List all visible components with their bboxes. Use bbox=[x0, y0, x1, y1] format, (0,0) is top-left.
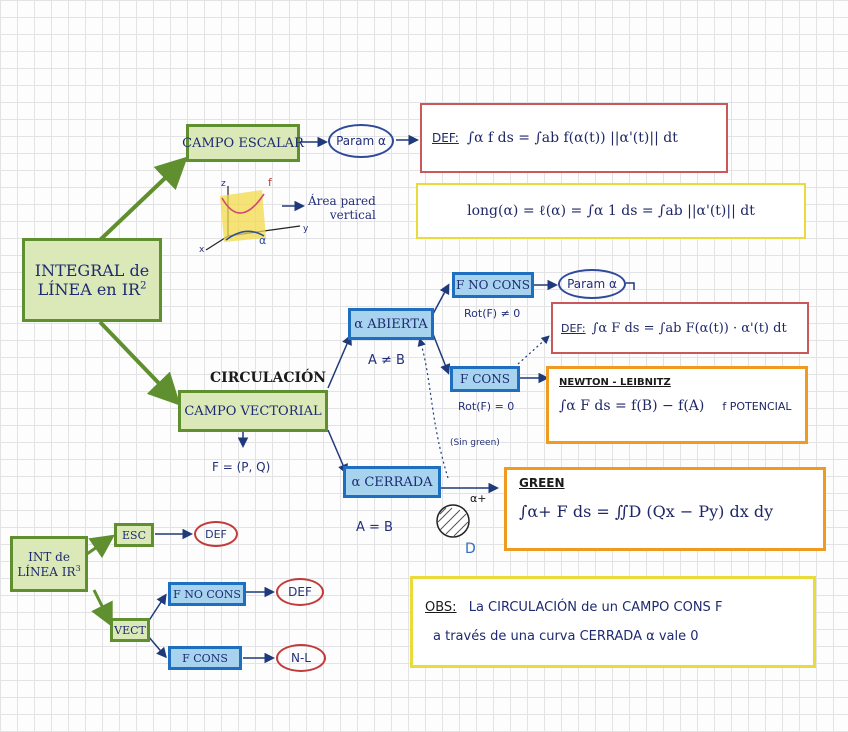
def-scalar-label: DEF: bbox=[432, 131, 459, 145]
campo-escalar-box: CAMPO ESCALAR bbox=[182, 124, 304, 162]
main-title-box: INTEGRAL de LÍNEA en IR2 bbox=[22, 238, 162, 322]
circulacion-heading: CIRCULACIÓN bbox=[210, 370, 327, 386]
curve-f-label: f bbox=[268, 176, 272, 189]
r3-title-line1: INT de bbox=[28, 549, 70, 564]
long-formula: long(α) = ℓ(α) = ∫α 1 ds = ∫ab ||α'(t)||… bbox=[467, 202, 755, 219]
arrow-param-down bbox=[626, 282, 635, 290]
area-text-line1: Área pared bbox=[308, 194, 376, 208]
param-oval: Param α bbox=[328, 124, 394, 158]
r3-vect-label: VECT bbox=[114, 623, 146, 637]
r3-def-oval: DEF bbox=[194, 521, 238, 547]
fnocons-label: F NO CONS bbox=[455, 278, 531, 292]
axis-y-label: y bbox=[303, 224, 309, 234]
campo-escalar-label: CAMPO ESCALAR bbox=[182, 135, 304, 151]
def-scalar-formula: ∫α f ds = ∫ab f(α(t)) ||α'(t)|| dt bbox=[466, 130, 678, 146]
dotted-fcons-def bbox=[517, 335, 550, 365]
r3-def2-oval: DEF bbox=[276, 578, 324, 606]
r3-def2-label: DEF bbox=[288, 585, 312, 599]
campo-vectorial-box: CAMPO VECTORIAL bbox=[178, 390, 328, 432]
axis-z-label: z bbox=[221, 179, 226, 189]
main-title-line1: INTEGRAL de bbox=[34, 261, 150, 280]
obs-line1: La CIRCULACIÓN de un CAMPO CONS F bbox=[468, 600, 723, 615]
r3-fcons-label: F CONS bbox=[182, 651, 228, 665]
arrow-r3-esc bbox=[83, 534, 115, 559]
r3-title-box: INT de LÍNEA IR3 bbox=[10, 536, 88, 592]
r3-vect-box: VECT bbox=[110, 618, 150, 642]
main-title-line2: LÍNEA en IR bbox=[37, 280, 141, 299]
long-box: long(α) = ℓ(α) = ∫α 1 ds = ∫ab ||α'(t)||… bbox=[416, 183, 806, 239]
alpha-abierta-label: α ABIERTA bbox=[354, 316, 428, 332]
area-text: Área pared vertical bbox=[308, 194, 376, 222]
nl-formula: ∫α F ds = f(B) − f(A) bbox=[559, 398, 705, 414]
r3-title-exp: 3 bbox=[75, 563, 81, 573]
region-d-disk bbox=[436, 504, 470, 538]
a-ne-b: A ≠ B bbox=[368, 353, 405, 368]
def-vector-formula: ∫α F ds = ∫ab F(α(t)) · α'(t) dt bbox=[591, 320, 787, 336]
fcons-box: F CONS bbox=[450, 366, 520, 392]
def-vector-box: DEF: ∫α F ds = ∫ab F(α(t)) · α'(t) dt bbox=[551, 302, 809, 354]
param-label: Param α bbox=[336, 134, 386, 148]
arrow-to-vector bbox=[98, 320, 181, 406]
a-eq-b: A = B bbox=[356, 520, 393, 535]
r3-nl-oval: N-L bbox=[276, 644, 326, 672]
param2-oval: Param α bbox=[558, 269, 626, 299]
r3-fnocons-box: F NO CONS bbox=[168, 582, 246, 606]
newton-leibnitz-box: NEWTON - LEIBNITZ ∫α F ds = f(B) − f(A) … bbox=[546, 366, 808, 444]
arrow-vect-fcons bbox=[147, 635, 167, 659]
green-box: GREEN ∫α+ F ds = ∬D (Qx − Py) dx dy bbox=[504, 467, 826, 551]
arrow-to-scalar bbox=[98, 156, 188, 242]
nl-row: ∫α F ds = f(B) − f(A) f POTENCIAL bbox=[559, 398, 792, 414]
r3-title-line2: LÍNEA IR bbox=[17, 564, 76, 579]
arrow-to-closed bbox=[327, 429, 348, 475]
r3-title-line2-wrap: LÍNEA IR3 bbox=[17, 564, 80, 579]
arrow-to-fcons bbox=[432, 333, 451, 375]
fcons-label: F CONS bbox=[460, 372, 510, 386]
alpha-cerrada-label: α CERRADA bbox=[351, 474, 433, 490]
fnocons-box: F NO CONS bbox=[452, 272, 534, 298]
arrow-vect-fnocons bbox=[147, 593, 167, 623]
rot-eq: Rot(F) = 0 bbox=[458, 400, 515, 413]
green-formula: ∫α+ F ds = ∬D (Qx − Py) dx dy bbox=[519, 502, 774, 521]
region-d-hatch bbox=[437, 507, 469, 537]
campo-vectorial-label: CAMPO VECTORIAL bbox=[184, 403, 322, 419]
alpha-plus: α+ bbox=[470, 492, 487, 505]
r3-nl-label: N-L bbox=[291, 651, 311, 665]
alpha-abierta-box: α ABIERTA bbox=[348, 308, 434, 340]
main-title-exp: 2 bbox=[140, 280, 147, 292]
nl-title: NEWTON - LEIBNITZ bbox=[559, 377, 671, 388]
alpha-cerrada-box: α CERRADA bbox=[343, 466, 441, 498]
surface-sketch bbox=[205, 186, 301, 251]
field-def: F = (P, Q) bbox=[212, 460, 271, 474]
def-vector-label: DEF: bbox=[561, 321, 586, 335]
arrow-to-open bbox=[327, 334, 352, 389]
nl-note: f POTENCIAL bbox=[722, 399, 792, 413]
obs-label: OBS: bbox=[425, 600, 457, 615]
rot-ne: Rot(F) ≠ 0 bbox=[464, 307, 521, 320]
r3-esc-box: ESC bbox=[114, 523, 154, 547]
r3-esc-label: ESC bbox=[122, 528, 146, 542]
green-title: GREEN bbox=[519, 476, 565, 490]
axis-x-label: x bbox=[199, 245, 205, 255]
obs-box: OBS: La CIRCULACIÓN de un CAMPO CONS F a… bbox=[410, 576, 816, 668]
sin-green: (Sin green) bbox=[450, 438, 500, 448]
arrow-r3-vect bbox=[91, 589, 113, 628]
region-d-label: D bbox=[465, 541, 476, 557]
def-scalar-box: DEF: ∫α f ds = ∫ab f(α(t)) ||α'(t)|| dt bbox=[420, 103, 728, 173]
arrow-to-fnocons bbox=[432, 283, 450, 315]
curve-alpha-label: α bbox=[259, 234, 267, 247]
r3-def-label: DEF bbox=[205, 527, 227, 541]
r3-fnocons-label: F NO CONS bbox=[173, 587, 241, 601]
obs-line1-row: OBS: La CIRCULACIÓN de un CAMPO CONS F bbox=[425, 600, 722, 615]
main-title-line2-wrap: LÍNEA en IR2 bbox=[38, 280, 147, 299]
r3-fcons-box: F CONS bbox=[168, 646, 242, 670]
obs-line2: a través de una curva CERRADA α vale 0 bbox=[433, 629, 699, 644]
area-text-line2: vertical bbox=[329, 208, 376, 222]
param2-label: Param α bbox=[567, 277, 617, 291]
